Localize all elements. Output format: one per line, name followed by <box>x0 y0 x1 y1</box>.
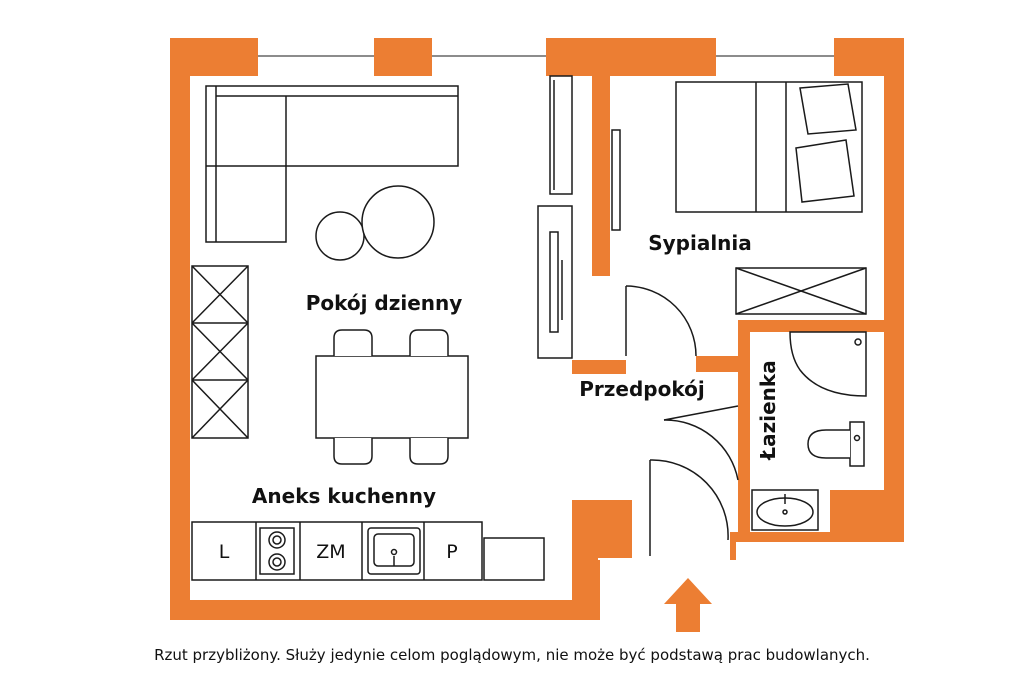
appliance-label-dishwasher: ZM <box>316 541 345 563</box>
entrance-arrow-icon <box>664 578 712 632</box>
bathroom-top-wall <box>738 320 884 332</box>
bathroom-door-leaf <box>663 405 739 421</box>
partition-wall-stub <box>572 360 626 374</box>
room-label-bedroom: Sypialnia <box>648 231 752 255</box>
walls <box>170 38 904 620</box>
partition-wall-living-bedroom <box>592 76 610 276</box>
cooktop <box>259 527 295 575</box>
double-bed <box>675 81 863 213</box>
window-1 <box>258 38 374 76</box>
bedroom-bottom-wall <box>696 356 738 372</box>
washbasin <box>751 489 819 531</box>
room-label-living: Pokój dzienny <box>306 291 463 315</box>
room-label-hall: Przedpokój <box>579 377 704 401</box>
bedroom-door-swing <box>625 285 697 357</box>
window-2 <box>432 38 546 76</box>
dining-table <box>315 355 469 439</box>
kitchen-counter <box>191 521 545 581</box>
dining-chair <box>333 438 373 465</box>
partition-wall-lower <box>592 278 610 358</box>
toilet <box>807 421 865 467</box>
doors <box>625 285 739 556</box>
bedroom-panel <box>611 129 621 231</box>
kitchen-pillar <box>572 500 632 558</box>
window-3 <box>716 38 834 76</box>
bathroom-left-wall <box>738 320 750 540</box>
dining-chair <box>333 329 373 356</box>
tv-cabinet <box>549 75 573 195</box>
coffee-table-small <box>315 211 365 261</box>
disclaimer-caption: Rzut przybliżony. Służy jedynie celom po… <box>154 646 870 664</box>
kitchen-sink <box>367 527 421 575</box>
room-label-kitchen: Aneks kuchenny <box>252 484 436 508</box>
bathroom-door-swing <box>663 419 739 481</box>
bedroom-wardrobe <box>735 267 867 315</box>
appliance-label-p: P <box>446 541 457 563</box>
dining-chair <box>409 329 449 356</box>
dining-chair <box>409 438 449 465</box>
furniture <box>191 75 867 581</box>
bookshelf <box>191 265 249 439</box>
room-label-bathroom: Łazienka <box>756 360 780 460</box>
counter-end-unit <box>483 537 545 581</box>
shower-tray <box>789 331 867 397</box>
coffee-table-large <box>361 185 435 259</box>
appliance-label-fridge: L <box>219 541 230 563</box>
entrance-door-swing <box>649 459 729 541</box>
